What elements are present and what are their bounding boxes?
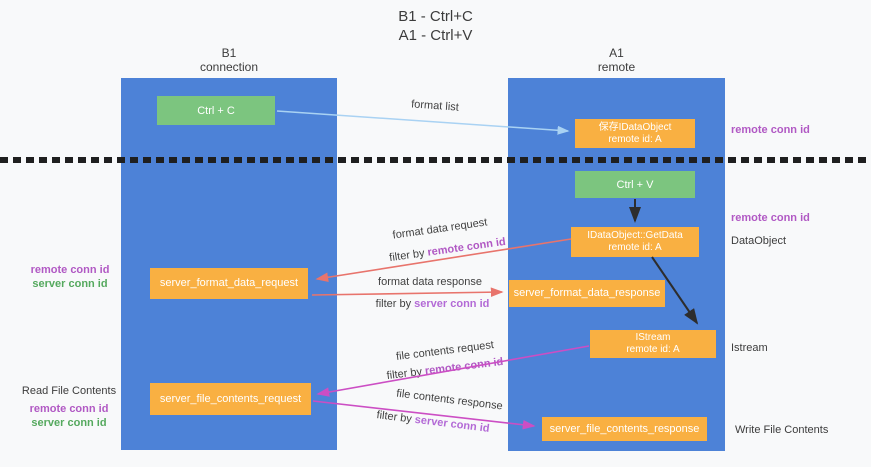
file-contents-response-label: file contents response bbox=[395, 387, 504, 413]
format-list-label: format list bbox=[410, 98, 460, 114]
istream-label: Istream bbox=[731, 342, 768, 354]
save-idataobject-line2: remote id: A bbox=[608, 133, 662, 145]
ctrl-v-label: Ctrl + V bbox=[616, 178, 654, 191]
istream-box: IStream remote id: A bbox=[590, 330, 716, 358]
server-conn-id-text: server conn id bbox=[414, 413, 491, 435]
diagram-title: B1 - Ctrl+C A1 - Ctrl+V bbox=[0, 7, 871, 45]
write-file-contents-label: Write File Contents bbox=[735, 424, 829, 436]
server-file-contents-request-box: server_file_contents_request bbox=[150, 383, 311, 415]
format-data-response-label: format data response bbox=[378, 276, 482, 288]
filter-by-server-2: filter by server conn id bbox=[358, 407, 508, 437]
lane-header-a1: A1 remote bbox=[508, 46, 725, 74]
left-conn-id-labels: remote conn id server conn id bbox=[20, 263, 120, 291]
ctrl-c-label: Ctrl + C bbox=[197, 104, 235, 117]
remote-conn-id-label: remote conn id bbox=[731, 212, 810, 224]
server-file-contents-request-label: server_file_contents_request bbox=[159, 392, 302, 405]
ctrl-v-box: Ctrl + V bbox=[575, 171, 695, 198]
getdata-line2: remote id: A bbox=[608, 242, 662, 253]
server-conn-id-label: server conn id bbox=[32, 278, 108, 290]
save-idataobject-box: 保存IDataObject remote id: A bbox=[575, 119, 695, 148]
filter-by-text: filter by bbox=[388, 246, 429, 265]
filter-by-text: filter by bbox=[386, 365, 426, 383]
filter-by-server-1: filter by server conn id bbox=[360, 298, 505, 310]
server-format-data-request-box: server_format_data_request bbox=[150, 268, 308, 299]
server-file-contents-response-box: server_file_contents_response bbox=[542, 417, 707, 441]
title-line-1: B1 - Ctrl+C bbox=[398, 8, 473, 25]
server-format-data-response-label: server_format_data_response bbox=[513, 287, 661, 299]
read-file-contents-label: Read File Contents bbox=[21, 385, 117, 397]
remote-conn-id-text: remote conn id bbox=[424, 355, 504, 378]
save-idataobject-line1: 保存IDataObject bbox=[598, 121, 672, 133]
server-conn-id-text: server conn id bbox=[414, 298, 490, 310]
lane-b1-name: B1 bbox=[221, 46, 237, 60]
dataobject-label: DataObject bbox=[731, 235, 787, 247]
server-format-data-response-box: server_format_data_response bbox=[509, 280, 665, 307]
istream-line2: remote id: A bbox=[626, 344, 680, 355]
remote-conn-id-text: remote conn id bbox=[426, 235, 507, 259]
getdata-line1: IDataObject::GetData bbox=[587, 230, 683, 241]
filter-by-text: filter by bbox=[375, 298, 415, 310]
lane-a1-name: A1 bbox=[609, 46, 624, 60]
filter-by-text: filter by bbox=[375, 409, 416, 426]
remote-conn-id-label: remote conn id bbox=[731, 124, 810, 136]
server-format-data-request-label: server_format_data_request bbox=[159, 277, 299, 289]
lane-b1-subtitle: connection bbox=[199, 60, 259, 74]
istream-line1: IStream bbox=[635, 332, 671, 343]
title-line-2: A1 - Ctrl+V bbox=[398, 27, 473, 44]
ctrl-c-box: Ctrl + C bbox=[157, 96, 275, 125]
server-file-contents-response-label: server_file_contents_response bbox=[549, 422, 700, 435]
dashed-separator bbox=[0, 157, 871, 163]
lane-header-b1: B1 connection bbox=[121, 46, 337, 74]
lane-a1-subtitle: remote bbox=[597, 60, 636, 74]
read-file-contents-block: Read File Contents remote conn id server… bbox=[18, 384, 120, 430]
remote-conn-id-label: remote conn id bbox=[30, 264, 110, 276]
format-data-response-arrow bbox=[311, 287, 504, 297]
server-conn-id-label: server conn id bbox=[31, 417, 107, 429]
remote-conn-id-label: remote conn id bbox=[29, 403, 109, 415]
idataobject-getdata-box: IDataObject::GetData remote id: A bbox=[571, 227, 699, 257]
